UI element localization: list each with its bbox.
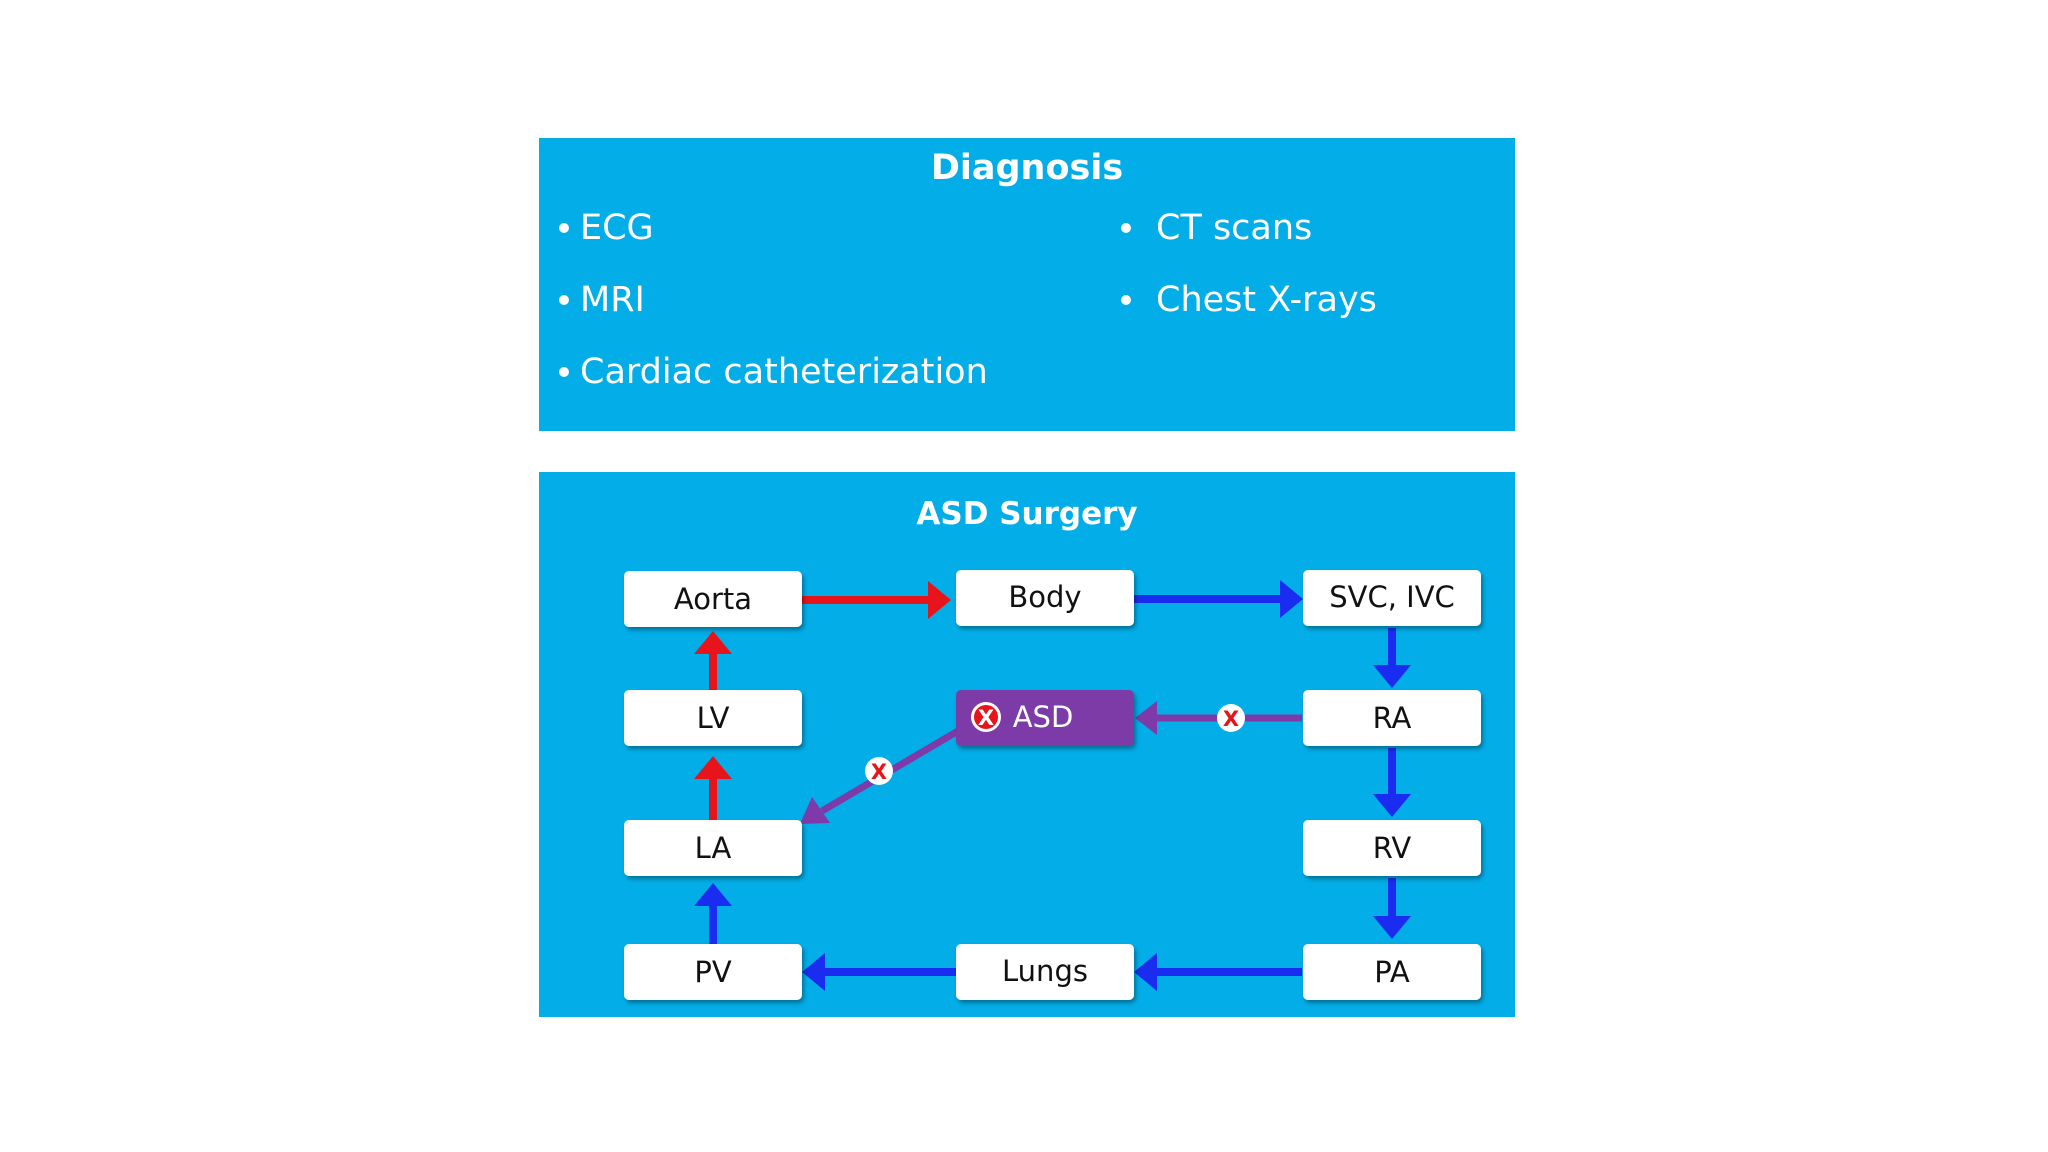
- arrow-body-to-svc-ivc: [1134, 580, 1303, 618]
- node-pa: PA: [1303, 944, 1481, 1000]
- svg-text:ASD: ASD: [1013, 700, 1074, 734]
- arrow-pv-to-la: [694, 883, 732, 944]
- svg-text:X: X: [1223, 707, 1239, 731]
- diagnosis-item-chest-xrays: Chest X-rays: [1121, 280, 1377, 320]
- node-lv: LV: [624, 690, 802, 746]
- diagnosis-item-label: CT scans: [1156, 208, 1313, 248]
- node-aorta: Aorta: [624, 571, 802, 627]
- diagnosis-item-label: MRI: [580, 280, 645, 320]
- bullet-icon: [1121, 223, 1131, 233]
- diagnosis-item-label: Chest X-rays: [1156, 280, 1377, 320]
- surgery-title: ASD Surgery: [916, 496, 1138, 532]
- svg-text:X: X: [871, 760, 887, 784]
- blocked-x-icon: X: [978, 706, 994, 730]
- diagnosis-title: Diagnosis: [930, 148, 1124, 188]
- diagnosis-panel: Diagnosis ECG MRI Cardiac catheterizatio…: [539, 138, 1515, 431]
- svg-text:PV: PV: [694, 955, 731, 989]
- arrow-lungs-to-pv: [802, 953, 956, 991]
- bullet-icon: [559, 367, 569, 377]
- node-pv: PV: [624, 944, 802, 1000]
- arrow-pa-to-lungs: [1134, 953, 1302, 991]
- svg-text:Aorta: Aorta: [674, 582, 752, 616]
- svg-text:RA: RA: [1373, 701, 1412, 735]
- diagnosis-item-label: ECG: [580, 208, 654, 248]
- node-body: Body: [956, 570, 1134, 626]
- blocked-x-icon: X: [865, 757, 893, 785]
- bullet-icon: [1121, 295, 1131, 305]
- node-ra: RA: [1303, 690, 1481, 746]
- node-rv: RV: [1303, 820, 1481, 876]
- svg-text:Body: Body: [1008, 580, 1081, 614]
- bullet-icon: [559, 223, 569, 233]
- diagnosis-item-cardiac-catheterization: Cardiac catheterization: [559, 352, 988, 392]
- node-lungs: Lungs: [956, 944, 1134, 1000]
- diagnosis-item-ecg: ECG: [559, 208, 654, 248]
- svg-text:LV: LV: [697, 701, 730, 735]
- node-asd: X ASD: [956, 690, 1134, 746]
- arrow-lv-to-aorta: [694, 631, 732, 690]
- node-la: LA: [624, 820, 802, 876]
- diagnosis-item-mri: MRI: [559, 280, 645, 320]
- svg-text:LA: LA: [695, 831, 732, 865]
- blocked-x-icon: X: [1217, 704, 1245, 732]
- node-svc-ivc: SVC, IVC: [1303, 570, 1481, 626]
- diagnosis-item-label: Cardiac catheterization: [580, 352, 988, 392]
- arrow-la-to-lv: [694, 756, 732, 820]
- svg-text:PA: PA: [1374, 955, 1410, 989]
- arrow-ra-to-rv: [1373, 748, 1411, 817]
- svg-text:RV: RV: [1373, 831, 1412, 865]
- arrow-aorta-to-body: [802, 581, 951, 619]
- arrow-svc-ivc-to-ra: [1373, 628, 1411, 688]
- arrow-rv-to-pa: [1373, 878, 1411, 939]
- svg-text:SVC, IVC: SVC, IVC: [1329, 580, 1455, 614]
- svg-text:Lungs: Lungs: [1002, 954, 1088, 988]
- bullet-icon: [559, 295, 569, 305]
- diagnosis-item-ct-scans: CT scans: [1121, 208, 1312, 248]
